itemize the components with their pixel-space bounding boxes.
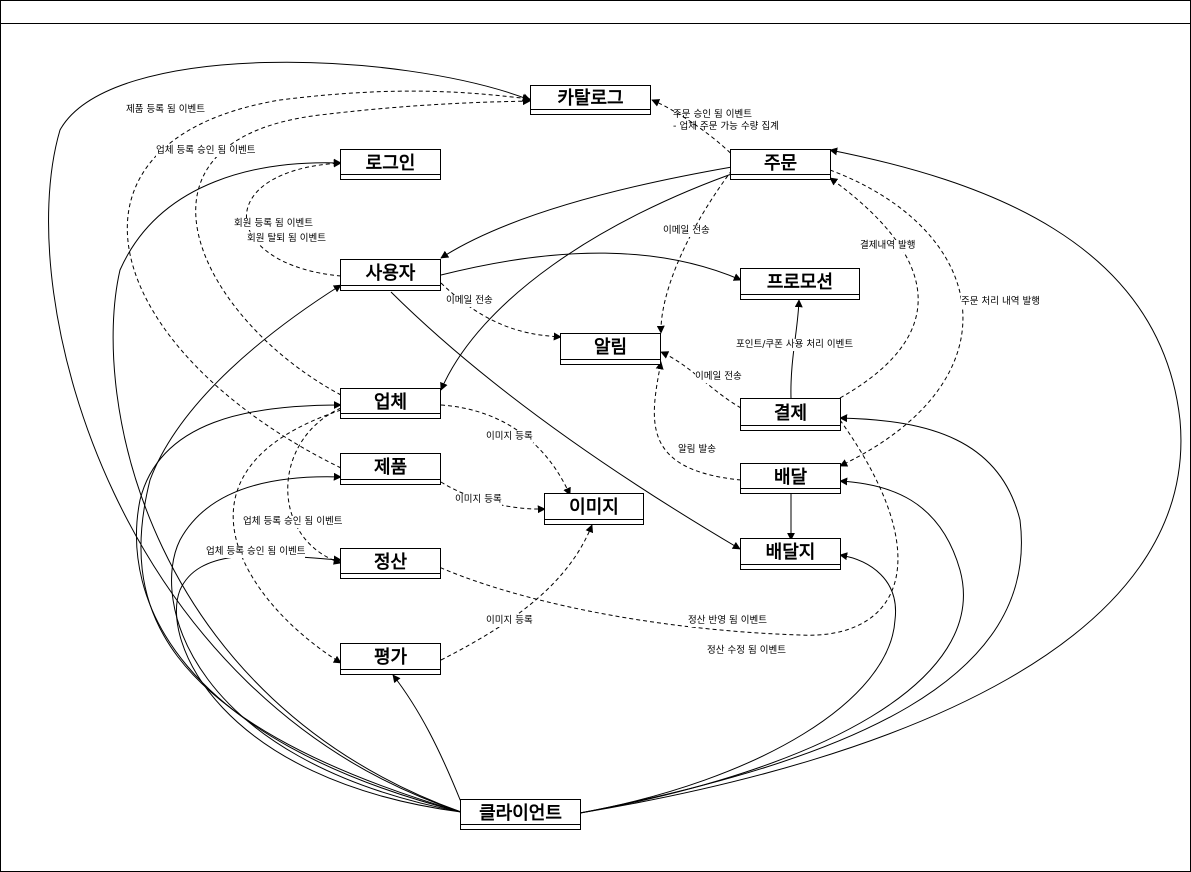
edge-order-to-notification: [656, 169, 733, 334]
node-promotion: 프로모션: [740, 268, 860, 300]
node-review: 평가: [340, 643, 441, 675]
label-notification-send: 알림 발송: [678, 444, 716, 456]
node-product-label: 제품: [373, 457, 408, 478]
edge-payment-to-settlement: [429, 419, 899, 636]
node-client: 클라이언트: [460, 799, 581, 830]
node-review-label: 평가: [373, 647, 408, 668]
edge-client-to-catalog: [48, 61, 531, 813]
node-promotion-label: 프로모션: [766, 272, 834, 293]
edge-product-to-catalog: [126, 90, 531, 469]
edge-vendor-to-image: [440, 404, 571, 496]
edge-client-to-review: [392, 674, 462, 803]
label-email-send-order: 이메일 전송: [663, 225, 710, 237]
label-image-register-product: 이미지 등록: [455, 494, 502, 506]
node-user: 사용자: [340, 259, 441, 291]
node-user-label: 사용자: [365, 263, 416, 284]
node-payment: 결제: [740, 398, 841, 431]
label-payment-history: 결제내역 발행: [860, 240, 916, 252]
node-notification-label: 알림: [593, 337, 628, 358]
node-settlement-label: 정산: [373, 551, 408, 573]
edge-vendor-to-review: [232, 409, 342, 664]
node-product: 제품: [340, 453, 441, 485]
edge-client-to-product: [171, 472, 462, 813]
node-catalog-label: 카탈로그: [557, 88, 624, 109]
edge-user-to-delivery-address: [390, 291, 741, 550]
node-vendor-label: 업체: [373, 391, 408, 413]
edge-client-to-order: [579, 147, 1182, 814]
node-order: 주문: [730, 149, 831, 180]
edge-client-to-login: [112, 158, 462, 813]
label-settlement-modified: 정산 수정 됨 이벤트: [707, 645, 786, 656]
label-vendor-approved-review: 업체 등록 승인 됨 이벤트: [206, 546, 306, 558]
node-image-label: 이미지: [569, 497, 619, 518]
node-catalog: 카탈로그: [530, 85, 651, 115]
title-bar-divider: [0, 23, 1191, 24]
edge-order-to-user: [440, 166, 733, 259]
edge-client-to-settlement: [176, 554, 462, 813]
label-email-send-user: 이메일 전송: [446, 295, 493, 307]
edge-client-to-payment: [579, 414, 1022, 814]
node-image: 이미지: [544, 493, 644, 525]
node-delivery-address: 배달지: [740, 538, 841, 570]
node-notification: 알림: [560, 333, 661, 365]
node-login: 로그인: [340, 149, 441, 180]
edge-order-to-vendor: [440, 170, 741, 391]
edge-client-to-user: [140, 284, 462, 813]
edge-user-to-notification: [440, 282, 562, 341]
node-delivery-label: 배달: [773, 466, 808, 488]
edge-vendor-to-settlement: [287, 407, 342, 565]
node-login-label: 로그인: [365, 152, 416, 174]
edge-client-to-vendor: [136, 401, 462, 813]
edge-vendor-to-catalog: [195, 97, 531, 396]
label-vendor-approved-settlement: 업체 등록 승인 됨 이벤트: [243, 516, 343, 528]
label-product-registered: 제품 등록 됨 이벤트: [126, 104, 205, 116]
label-order-processing-history: 주문 처리 내역 발행: [961, 296, 1040, 308]
node-vendor: 업체: [340, 388, 441, 419]
label-point-coupon-event: 포인트/쿠폰 사용 처리 이벤트: [736, 339, 854, 351]
node-client-label: 클라이언트: [479, 802, 562, 824]
node-delivery: 배달: [740, 463, 841, 494]
label-settlement-reflected: 정산 반영 됨 이벤트: [688, 615, 767, 627]
edge-order-to-delivery: [829, 169, 964, 467]
node-payment-label: 결제: [773, 402, 808, 424]
label-image-register-vendor: 이미지 등록: [486, 431, 533, 443]
label-vendor-approved-catalog: 업체 등록 승인 됨 이벤트: [156, 145, 256, 157]
edge-client-to-delivery: [579, 477, 964, 814]
node-settlement: 정산: [340, 548, 441, 579]
label-email-send-payment: 이메일 전송: [695, 371, 742, 383]
label-member-registered: 회원 등록 됨 이벤트: [234, 218, 313, 230]
node-delivery-address-label: 배달지: [765, 542, 816, 563]
label-image-register-review: 이미지 등록: [486, 615, 533, 627]
node-order-label: 주문: [763, 152, 798, 174]
edge-payment-to-order: [829, 177, 919, 399]
label-order-approved: 주문 승인 됨 이벤트 - 업체 주문 가능 수량 집계: [673, 109, 779, 132]
edge-review-to-image: [440, 524, 594, 661]
edge-user-to-promotion: [440, 252, 742, 281]
edge-client-to-delivery-address: [579, 552, 897, 814]
label-member-withdrawn: 회원 탈퇴 됨 이벤트: [247, 233, 326, 245]
